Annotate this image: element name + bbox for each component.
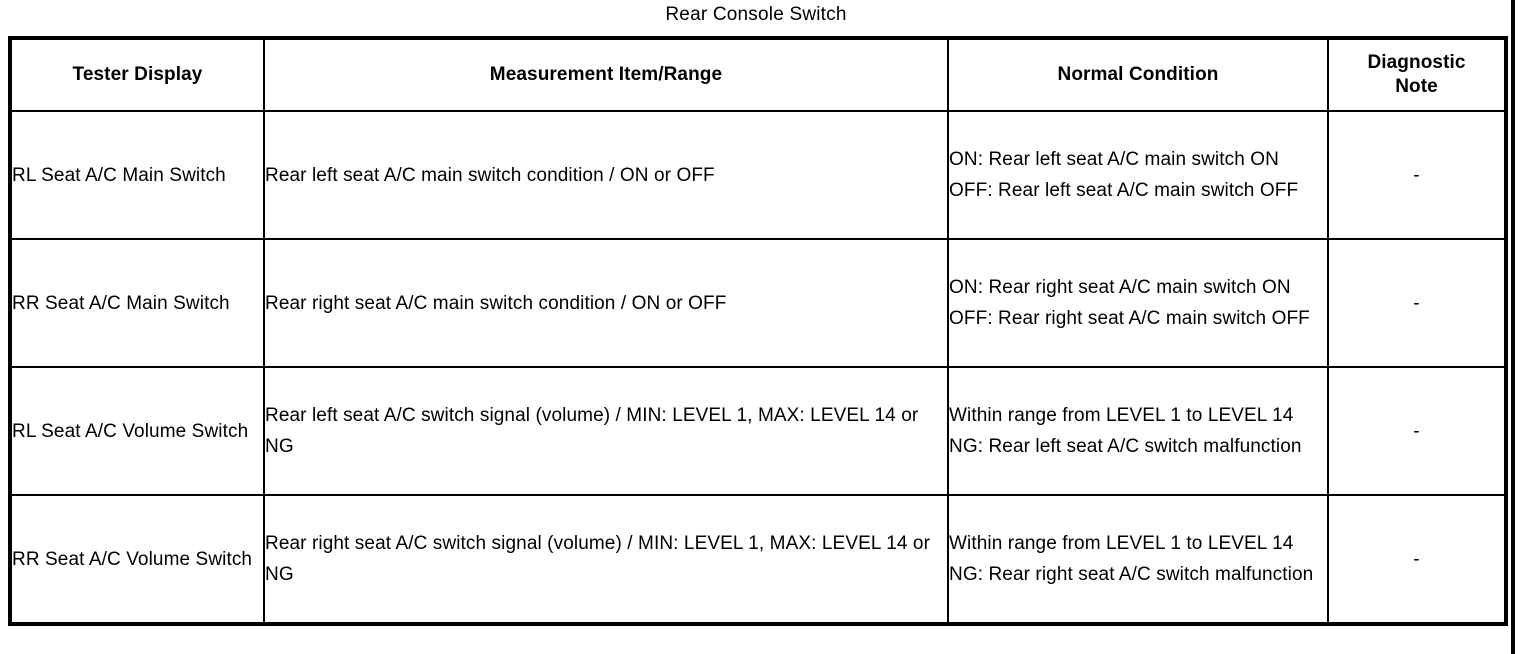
cell-diagnostic-note: -	[1327, 366, 1507, 496]
table-row: RR Seat A/C Main Switch Rear right seat …	[9, 238, 1507, 368]
table-body: RL Seat A/C Main Switch Rear left seat A…	[9, 110, 1507, 625]
cell-measurement-item-range: Rear left seat A/C main switch condition…	[263, 110, 949, 240]
diagnostic-note-dash: -	[1413, 164, 1420, 186]
cell-tester-display: RL Seat A/C Main Switch	[9, 110, 265, 240]
column-header-normal-condition: Normal Condition	[947, 37, 1329, 112]
rear-console-switch-table: Tester Display Measurement Item/Range No…	[8, 36, 1508, 626]
page-right-rule	[1511, 0, 1515, 654]
table-row: RL Seat A/C Volume Switch Rear left seat…	[9, 366, 1507, 496]
table-header: Tester Display Measurement Item/Range No…	[9, 37, 1507, 112]
table-caption: Rear Console Switch	[665, 4, 847, 25]
cell-diagnostic-note: -	[1327, 110, 1507, 240]
column-header-diagnostic-note: Diagnostic Note	[1327, 37, 1507, 112]
spec-table-container: Tester Display Measurement Item/Range No…	[8, 36, 1508, 626]
cell-normal-condition: Within range from LEVEL 1 to LEVEL 14 NG…	[947, 494, 1329, 625]
cell-tester-display: RR Seat A/C Main Switch	[9, 238, 265, 368]
cell-diagnostic-note: -	[1327, 494, 1507, 625]
diagnostic-note-dash: -	[1413, 548, 1420, 570]
cell-tester-display: RL Seat A/C Volume Switch	[9, 366, 265, 496]
column-header-tester-display: Tester Display	[9, 37, 265, 112]
table-row: RL Seat A/C Main Switch Rear left seat A…	[9, 110, 1507, 240]
diagnostic-note-dash: -	[1413, 420, 1420, 442]
cell-diagnostic-note: -	[1327, 238, 1507, 368]
cell-normal-condition: ON: Rear right seat A/C main switch ON O…	[947, 238, 1329, 368]
diagnostic-note-dash: -	[1413, 292, 1420, 314]
table-row: RR Seat A/C Volume Switch Rear right sea…	[9, 494, 1507, 625]
cell-measurement-item-range: Rear right seat A/C switch signal (volum…	[263, 494, 949, 625]
column-header-measurement-item-range: Measurement Item/Range	[263, 37, 949, 112]
cell-measurement-item-range: Rear left seat A/C switch signal (volume…	[263, 366, 949, 496]
cell-measurement-item-range: Rear right seat A/C main switch conditio…	[263, 238, 949, 368]
cell-normal-condition: ON: Rear left seat A/C main switch ON OF…	[947, 110, 1329, 240]
cell-normal-condition: Within range from LEVEL 1 to LEVEL 14 NG…	[947, 366, 1329, 496]
cell-tester-display: RR Seat A/C Volume Switch	[9, 494, 265, 625]
header-row: Tester Display Measurement Item/Range No…	[9, 37, 1507, 112]
